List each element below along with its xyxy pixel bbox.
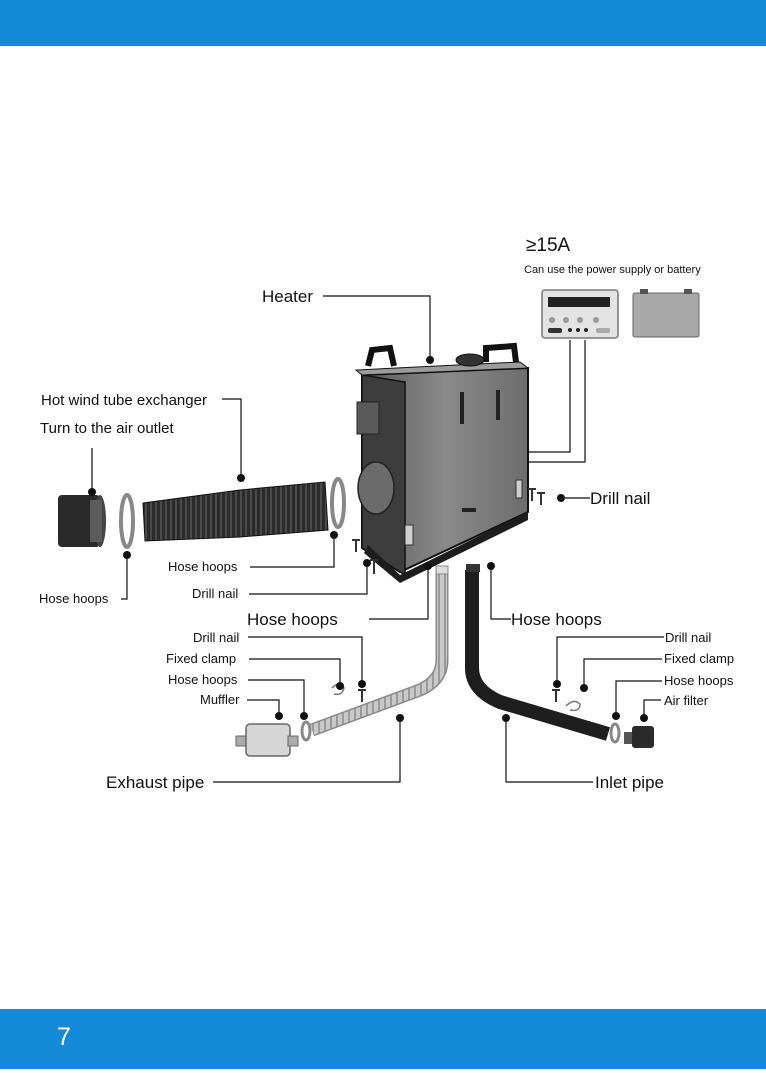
label-hose-hoops-center-right: Hose hoops: [511, 610, 602, 629]
fixed-clamp-icon: [566, 701, 580, 710]
label-exhaust-pipe: Exhaust pipe: [106, 773, 204, 792]
footer-divider: [0, 1069, 766, 1073]
label-heater: Heater: [262, 287, 313, 306]
page-number: 7: [57, 1023, 71, 1051]
hose-hoop-ring-icon: [332, 479, 344, 527]
label-inlet-pipe: Inlet pipe: [595, 773, 664, 792]
label-drill-nail-exh: Drill nail: [193, 630, 239, 645]
hot-wind-tube-icon: [143, 482, 328, 541]
power-supply-icon: [542, 290, 618, 338]
label-hot-wind-tube: Hot wind tube exchanger: [41, 392, 207, 409]
label-air-filter: Air filter: [664, 693, 709, 708]
hose-hoop-ring-icon: [121, 495, 133, 547]
power-note: Can use the power supply or battery: [524, 264, 701, 276]
label-drill-nail-right: Drill nail: [590, 489, 650, 508]
muffler-icon: [236, 724, 298, 756]
battery-icon: [633, 289, 699, 337]
heater-unit-icon: [356, 346, 528, 583]
label-hose-hoops-tube: Hose hoops: [168, 559, 238, 574]
label-hose-hoops-left: Hose hoops: [39, 591, 109, 606]
label-hose-hoops-in: Hose hoops: [664, 673, 734, 688]
label-hose-hoops-center-left: Hose hoops: [247, 610, 338, 629]
inlet-pipe-icon: [466, 564, 608, 734]
label-fixed-clamp-in: Fixed clamp: [664, 651, 734, 666]
label-fixed-clamp-exh: Fixed clamp: [166, 651, 236, 666]
label-muffler: Muffler: [200, 692, 240, 707]
air-outlet-icon: [58, 495, 106, 547]
label-drill-nail-in: Drill nail: [665, 630, 711, 645]
label-turn-air-outlet: Turn to the air outlet: [40, 420, 175, 437]
footer-band: 7: [0, 1009, 766, 1069]
label-drill-nail-mid: Drill nail: [192, 586, 238, 601]
hose-hoop-ring-icon: [611, 724, 619, 742]
power-rating: ≥15A: [526, 235, 571, 256]
hose-hoop-ring-icon: [302, 722, 310, 740]
air-filter-icon: [624, 726, 654, 748]
label-hose-hoops-exh: Hose hoops: [168, 672, 238, 687]
